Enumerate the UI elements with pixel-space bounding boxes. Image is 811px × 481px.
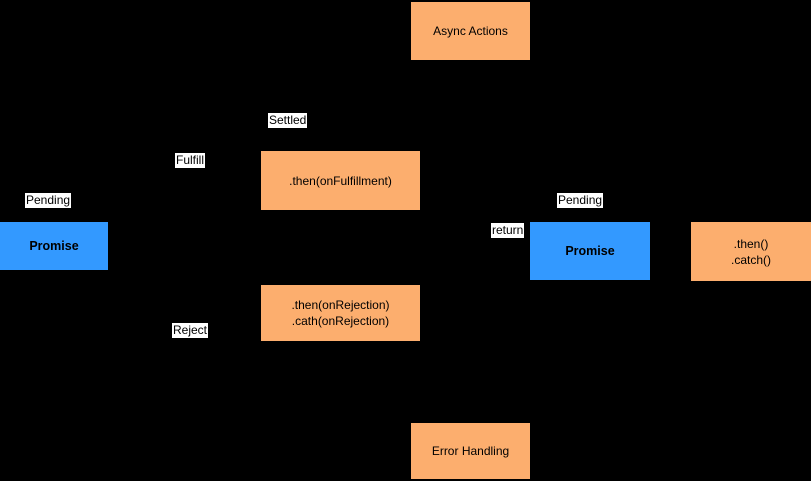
node-then-catch-on-rejection[interactable]: .then(onRejection) .cath(onRejection) (261, 285, 420, 341)
edge-label-fulfill: Fulfill (175, 153, 206, 168)
node-label: .then(onFulfillment) (289, 173, 392, 188)
edge-label-reject: Reject (172, 323, 209, 338)
node-label: Promise (565, 244, 615, 258)
node-label-line-2: .catch() (730, 252, 771, 267)
node-label: Async Actions (433, 24, 508, 38)
edge-label-settled: Settled (268, 113, 308, 128)
node-promise-right[interactable]: Promise (530, 222, 650, 280)
node-then-catch[interactable]: .then() .catch() (691, 222, 811, 281)
edge-label-return: return (491, 223, 525, 238)
node-then-on-fulfillment[interactable]: .then(onFulfillment) (261, 151, 420, 210)
node-label-line-2: .cath(onRejection) (291, 314, 390, 328)
node-label: Promise (29, 239, 79, 253)
node-async-actions[interactable]: Async Actions (411, 2, 530, 60)
node-label-line-1: .then() (733, 236, 769, 251)
node-label: Error Handling (431, 444, 510, 458)
node-label-line-1: .then(onRejection) (291, 298, 390, 312)
node-error-handling[interactable]: Error Handling (411, 423, 530, 479)
node-promise-left[interactable]: Promise (0, 222, 108, 270)
edge-label-pending-left: Pending (25, 193, 72, 208)
edge-label-pending-right: Pending (557, 193, 604, 208)
